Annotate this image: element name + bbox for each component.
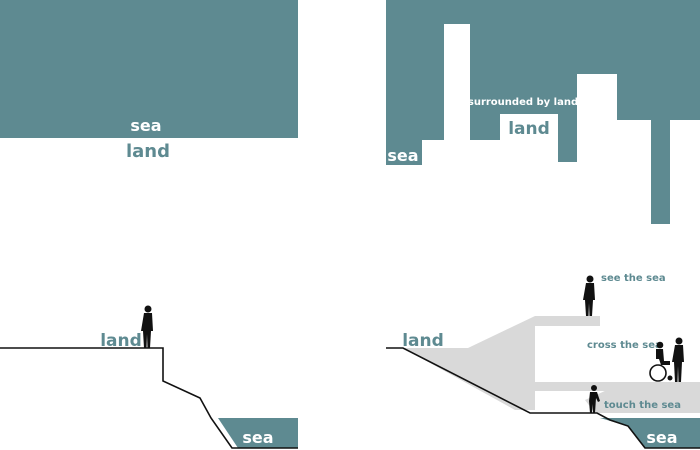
sea-water bbox=[600, 418, 700, 448]
person-silhouette-icon bbox=[583, 275, 595, 316]
sea-block bbox=[0, 0, 298, 138]
ground-profile-line bbox=[0, 347, 298, 449]
person-silhouette-icon bbox=[672, 337, 684, 382]
cross-the-sea-label: cross the sea bbox=[587, 340, 662, 351]
land-label: land bbox=[100, 331, 142, 351]
wheelchair-user-icon bbox=[649, 341, 673, 382]
sea-water bbox=[218, 418, 298, 448]
sea-interlocked-shape bbox=[386, 0, 700, 224]
surrounded-by-water-label: by water bbox=[583, 156, 633, 167]
land-label: land bbox=[508, 119, 550, 139]
cross-platform bbox=[535, 382, 700, 391]
sea-label: sea bbox=[242, 428, 273, 447]
ground-profile-line bbox=[386, 347, 700, 449]
land-label: land bbox=[126, 141, 170, 162]
panel-top-right: sea land surrounded by land surrounded b… bbox=[386, 0, 700, 224]
land-label: land bbox=[402, 331, 444, 351]
person-silhouette-icon bbox=[141, 305, 153, 348]
sea-label: sea bbox=[646, 428, 677, 447]
touch-the-sea-label: touch the sea bbox=[604, 400, 681, 411]
panel-bottom-left: land sea bbox=[0, 305, 298, 449]
ramp-ledge bbox=[403, 316, 600, 410]
surrounded-by-land-label: surrounded by land bbox=[468, 97, 578, 108]
panel-bottom-right: land see the sea cross the sea touch the… bbox=[386, 273, 700, 449]
surrounded-by-water-label: surrounded bbox=[583, 143, 648, 154]
sea-label: sea bbox=[387, 146, 418, 165]
touch-ledge bbox=[585, 390, 700, 413]
see-the-sea-label: see the sea bbox=[601, 273, 666, 284]
person-silhouette-icon bbox=[589, 385, 600, 413]
sea-label: sea bbox=[130, 116, 161, 135]
panel-top-left: sea land bbox=[0, 0, 298, 162]
